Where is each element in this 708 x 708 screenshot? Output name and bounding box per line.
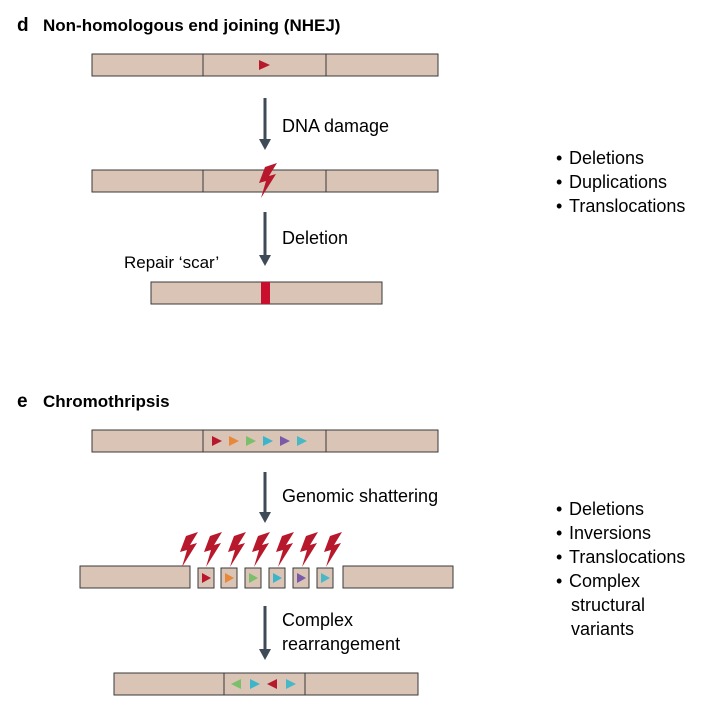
triangle-marker-icon <box>246 436 256 446</box>
repair-scar-mark <box>261 282 270 304</box>
outcome-bullet: • <box>556 547 562 567</box>
chromosome-fragment <box>342 565 454 589</box>
triangle-marker-icon <box>297 436 307 446</box>
down-arrow-icon <box>259 606 271 660</box>
outcome-bullet: • <box>556 499 562 519</box>
chromosome-damaged <box>91 163 439 198</box>
panel-nhej: d Non-homologous end joining (NHEJ) DNA … <box>17 15 685 305</box>
outcome-item: Translocations <box>569 547 685 567</box>
triangle-marker-icon <box>259 60 270 70</box>
chromosome-bar <box>113 672 419 696</box>
triangle-marker-icon <box>267 679 277 689</box>
outcome-item: Translocations <box>569 196 685 216</box>
step-label-complex: Complex <box>282 610 353 630</box>
lightning-bolt-icon <box>252 532 270 567</box>
chromosome-fragment <box>79 565 191 589</box>
step-label-deletion: Deletion <box>282 228 348 248</box>
step-label-dna-damage: DNA damage <box>282 116 389 136</box>
chromosome-repaired <box>150 281 383 305</box>
lightning-bolt-icon <box>204 532 222 567</box>
triangle-marker-icon <box>229 436 239 446</box>
triangle-marker-icon <box>321 573 330 583</box>
down-arrow-icon <box>259 212 271 266</box>
triangle-marker-icon <box>286 679 296 689</box>
outcome-item: variants <box>571 619 634 639</box>
lightning-bolt-icon <box>228 532 246 567</box>
triangle-marker-icon <box>249 573 258 583</box>
triangle-marker-icon <box>231 679 241 689</box>
outcome-item: Deletions <box>569 499 644 519</box>
outcome-item: structural <box>571 595 645 615</box>
chromosome-shattered <box>79 532 454 589</box>
panel-letter-d: d <box>17 15 29 36</box>
triangle-marker-icon <box>202 573 211 583</box>
triangle-marker-icon <box>250 679 260 689</box>
triangle-marker-icon <box>263 436 273 446</box>
chromosome-intact <box>91 429 439 453</box>
panel-chromothripsis: e Chromothripsis Genomic shattering <box>17 391 685 696</box>
outcome-bullet: • <box>556 172 562 192</box>
triangle-marker-icon <box>225 573 234 583</box>
repair-scar-label: Repair ‘scar’ <box>124 253 219 272</box>
panel-title-chromothripsis: Chromothripsis <box>43 392 170 411</box>
outcome-list-nhej: • Deletions • Duplications • Translocati… <box>556 148 685 216</box>
step-label-rearrangement: rearrangement <box>282 634 400 654</box>
lightning-bolt-icon <box>276 532 294 567</box>
panel-title-nhej: Non-homologous end joining (NHEJ) <box>43 16 340 35</box>
outcome-item: Duplications <box>569 172 667 192</box>
triangle-marker-icon <box>297 573 306 583</box>
lightning-bolt-icon <box>324 532 342 567</box>
chromosome-intact <box>91 53 439 77</box>
down-arrow-icon <box>259 98 271 150</box>
panel-letter-e: e <box>17 391 28 412</box>
triangle-marker-icon <box>212 436 222 446</box>
outcome-item: Complex <box>569 571 640 591</box>
step-label-genomic-shattering: Genomic shattering <box>282 486 438 506</box>
triangle-marker-icon <box>280 436 290 446</box>
down-arrow-icon <box>259 472 271 523</box>
outcome-bullet: • <box>556 523 562 543</box>
outcome-bullet: • <box>556 571 562 591</box>
lightning-bolt-icon <box>300 532 318 567</box>
outcome-bullet: • <box>556 148 562 168</box>
chromosome-rearranged <box>113 672 419 696</box>
outcome-item: Deletions <box>569 148 644 168</box>
outcome-item: Inversions <box>569 523 651 543</box>
outcome-bullet: • <box>556 196 562 216</box>
lightning-bolt-icon <box>180 532 198 567</box>
outcome-list-chromothripsis: • Deletions • Inversions • Translocation… <box>556 499 685 639</box>
triangle-marker-icon <box>273 573 282 583</box>
